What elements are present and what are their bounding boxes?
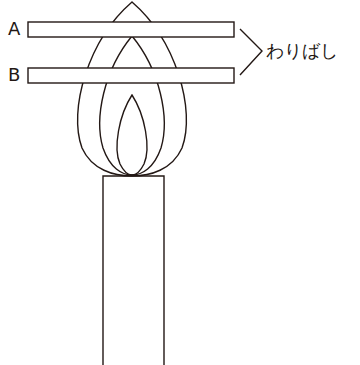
chopstick <box>28 68 234 83</box>
part-label: B <box>8 64 20 86</box>
chopstick <box>28 22 234 37</box>
part-label: A <box>8 18 20 40</box>
inner-flame <box>117 95 147 175</box>
middle-flame <box>100 36 164 175</box>
callout-label: わりばし <box>266 40 338 62</box>
bracket <box>240 29 262 75</box>
candle-body <box>103 176 164 365</box>
